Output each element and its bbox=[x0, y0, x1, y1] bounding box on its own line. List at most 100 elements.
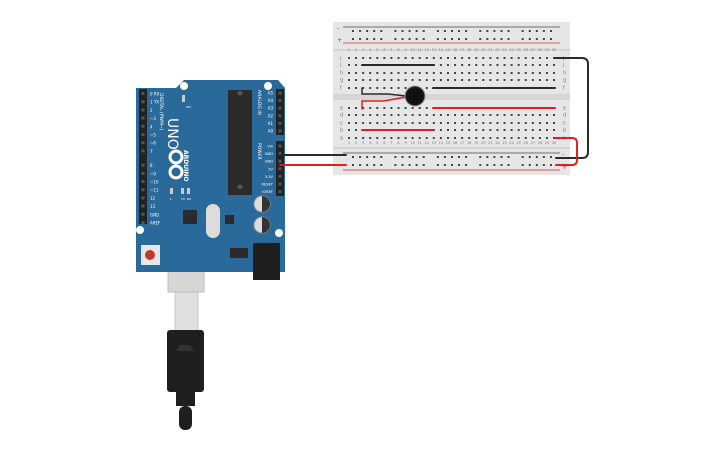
row-label: c bbox=[563, 121, 566, 127]
hole bbox=[503, 57, 506, 59]
hole bbox=[397, 79, 400, 81]
rail-hole bbox=[549, 156, 552, 158]
hole bbox=[348, 129, 350, 131]
buzzer-lead-black bbox=[361, 87, 407, 97]
column-number: 16 bbox=[453, 141, 457, 145]
hole bbox=[369, 87, 372, 89]
digital-pin-label: GND bbox=[150, 212, 159, 217]
wire-black-right[interactable] bbox=[554, 57, 589, 159]
rail-hole bbox=[408, 30, 411, 32]
hole bbox=[376, 107, 379, 109]
hole bbox=[553, 64, 556, 66]
hole bbox=[425, 87, 428, 89]
hole bbox=[545, 57, 548, 59]
power-jack bbox=[253, 243, 280, 280]
hole bbox=[538, 79, 541, 81]
hole bbox=[454, 114, 457, 116]
row-label: b bbox=[563, 128, 566, 134]
rail-hole bbox=[542, 30, 545, 32]
hole bbox=[397, 122, 400, 124]
rail-hole bbox=[373, 156, 376, 158]
column-number: 30 bbox=[552, 141, 556, 145]
hole bbox=[397, 137, 400, 139]
hole bbox=[489, 122, 492, 124]
hole bbox=[510, 122, 513, 124]
analog-pin-label: A0 bbox=[268, 129, 274, 134]
rail-hole bbox=[450, 30, 453, 32]
hole bbox=[454, 79, 457, 81]
hole bbox=[538, 137, 541, 139]
hole bbox=[404, 72, 407, 74]
hole bbox=[390, 57, 393, 59]
digital-pin-label: 1 TX bbox=[150, 100, 159, 105]
hole bbox=[446, 129, 449, 131]
on-led-label: ON bbox=[186, 105, 191, 109]
power-pin-label: 5V bbox=[268, 167, 273, 171]
column-number: 21 bbox=[488, 48, 492, 52]
hole bbox=[468, 129, 471, 131]
column-number: 4 bbox=[369, 48, 372, 52]
hole bbox=[475, 79, 478, 81]
rail-hole bbox=[443, 156, 446, 158]
hole bbox=[496, 122, 499, 124]
column-number: 13 bbox=[432, 141, 436, 145]
hole bbox=[397, 87, 400, 89]
hole bbox=[545, 114, 548, 116]
hole bbox=[432, 114, 435, 116]
hole bbox=[397, 57, 400, 59]
hole bbox=[510, 72, 513, 74]
breadboard[interactable]: - + - + 11223344556677889910101111121213… bbox=[333, 22, 570, 175]
rail-hole bbox=[486, 38, 489, 40]
row-label: i bbox=[340, 63, 341, 69]
model-label: UNO bbox=[164, 118, 180, 150]
hole bbox=[496, 114, 499, 116]
analog-pin-label: A4 bbox=[268, 98, 274, 103]
pin bbox=[141, 92, 145, 95]
hole bbox=[553, 122, 556, 124]
hole bbox=[489, 137, 492, 139]
arduino-uno-board[interactable]: UNO ARDUINO DIGITAL (PWM~) ANALOG IN POW… bbox=[136, 80, 285, 280]
hole bbox=[503, 64, 506, 66]
column-number: 20 bbox=[481, 48, 485, 52]
pin bbox=[141, 133, 145, 136]
hole bbox=[461, 137, 464, 139]
rail-hole bbox=[458, 38, 461, 40]
column-number: 7 bbox=[390, 141, 392, 145]
row-label: h bbox=[563, 71, 566, 77]
column-number: 15 bbox=[446, 48, 450, 52]
column-number: 9 bbox=[404, 48, 406, 52]
hole bbox=[383, 107, 386, 109]
pin bbox=[141, 163, 145, 167]
column-number: 26 bbox=[524, 141, 528, 145]
hole bbox=[390, 114, 393, 116]
wire-red-right[interactable] bbox=[554, 137, 578, 166]
column-number: 12 bbox=[425, 141, 429, 145]
hole bbox=[538, 122, 541, 124]
piezo-buzzer[interactable] bbox=[404, 85, 426, 107]
rail-hole bbox=[380, 38, 383, 40]
hole bbox=[553, 129, 556, 131]
hole bbox=[348, 114, 350, 116]
rail-hole bbox=[521, 30, 524, 32]
rail-hole bbox=[443, 164, 446, 166]
hole bbox=[355, 129, 358, 131]
hole bbox=[439, 114, 442, 116]
hole bbox=[482, 137, 485, 139]
svg-text:-: - bbox=[562, 151, 564, 158]
hole bbox=[446, 137, 449, 139]
hole bbox=[489, 79, 492, 81]
rail-hole bbox=[415, 38, 418, 40]
hole bbox=[376, 57, 379, 59]
column-number: 30 bbox=[552, 48, 556, 52]
hole bbox=[425, 122, 428, 124]
column-number: 5 bbox=[376, 141, 378, 145]
power-pin-label: GND bbox=[265, 152, 273, 156]
rail-hole bbox=[394, 156, 397, 158]
hole bbox=[531, 114, 534, 116]
hole bbox=[461, 72, 464, 74]
row-label: g bbox=[563, 78, 566, 84]
hole bbox=[454, 129, 457, 131]
column-number: 1 bbox=[348, 48, 350, 52]
column-number: 24 bbox=[509, 48, 514, 52]
